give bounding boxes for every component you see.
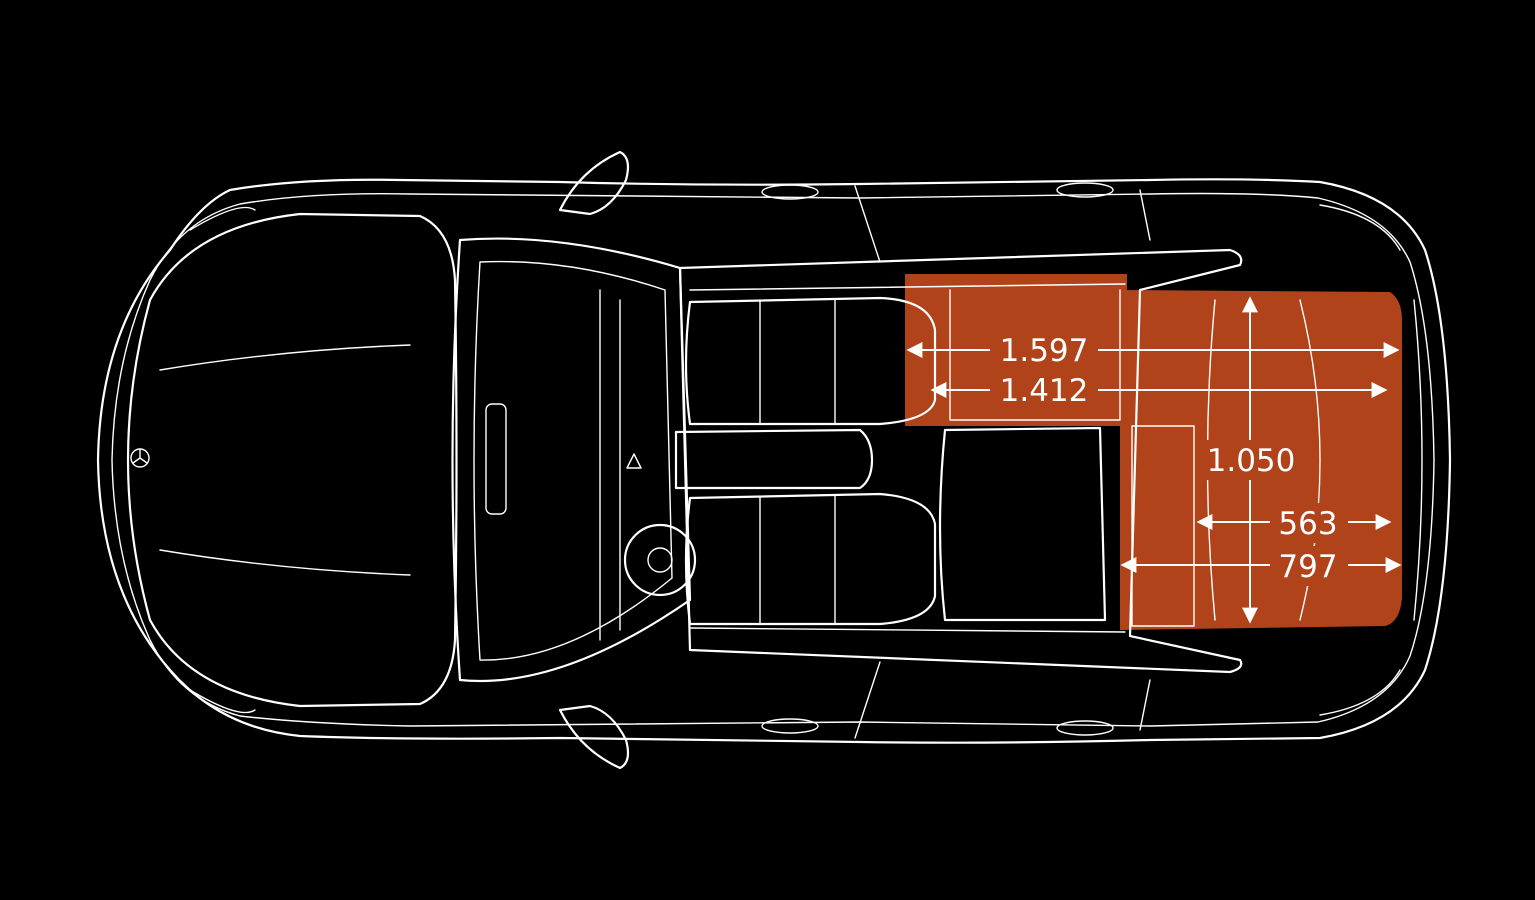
mirror-right xyxy=(558,704,630,770)
mirror-left xyxy=(558,150,630,216)
center-console xyxy=(674,428,874,490)
windshield xyxy=(451,237,692,683)
car-body xyxy=(96,150,1452,770)
dim-label-563: 563 xyxy=(1278,506,1337,542)
three-pointed-star-icon xyxy=(130,448,150,468)
dim-label-1050: 1.050 xyxy=(1207,443,1296,479)
rear-seats xyxy=(938,426,1107,622)
steering-wheel xyxy=(623,523,697,597)
dim-label-1597: 1.597 xyxy=(1000,333,1089,369)
hood xyxy=(126,212,458,708)
roof xyxy=(678,248,1243,674)
seat-driver xyxy=(684,296,937,426)
seat-passenger xyxy=(684,492,937,626)
dim-label-797: 797 xyxy=(1278,549,1337,585)
body-inner-outline xyxy=(111,192,1435,727)
dim-label-1412: 1.412 xyxy=(1000,373,1089,409)
warning-triangle-icon xyxy=(626,453,642,469)
body-outline xyxy=(96,178,1452,744)
